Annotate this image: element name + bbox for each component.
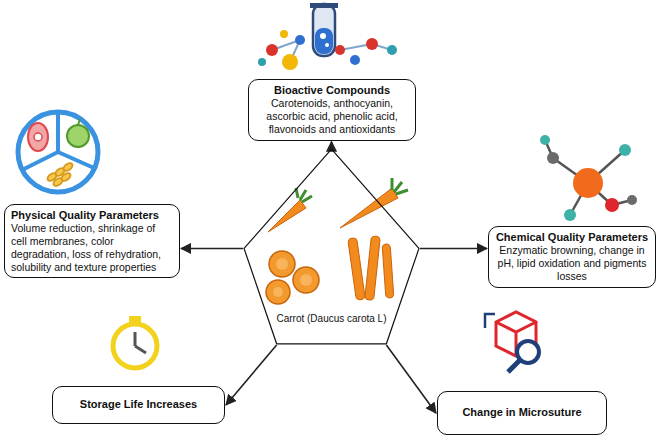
arrow-connector	[420, 248, 487, 250]
node-title: Chemical Quality Parameters	[495, 231, 649, 244]
arrow-connector	[226, 345, 277, 405]
inspect-icon	[485, 312, 539, 372]
arrow-connector	[181, 248, 243, 250]
category-box: Chemical Quality ParametersEnzymatic bro…	[488, 226, 656, 288]
node-title: Carrot (Daucus carota L)	[276, 313, 386, 325]
category-box: Bioactive CompoundsCarotenoids, anthocya…	[248, 79, 416, 141]
node-title: Change in Microsuture	[444, 406, 600, 419]
molecule-icon	[540, 135, 637, 221]
clock-icon	[113, 316, 157, 368]
category-box: Change in Microsuture	[437, 391, 607, 435]
node-title: Storage Life Increases	[59, 398, 218, 411]
center-pentagon: Carrot (Daucus carota L)	[243, 148, 420, 345]
node-title: Bioactive Compounds	[255, 84, 409, 97]
node-title: Physical Quality Parameters	[11, 209, 173, 222]
node-body: Enzymatic browning, change in pH, lipid …	[495, 244, 649, 282]
arrow-connector	[386, 345, 436, 413]
category-box: Storage Life Increases	[52, 386, 225, 424]
lab-icon	[258, 3, 397, 70]
node-body: Carotenoids, anthocyanin, ascorbic acid,…	[255, 97, 409, 135]
carrot-illustration	[266, 178, 408, 304]
node-body: Volume reduction, shrinkage of cell memb…	[11, 222, 173, 273]
food-icon	[18, 112, 98, 192]
category-box: Physical Quality ParametersVolume reduct…	[4, 204, 180, 278]
arrow-connector	[331, 142, 333, 148]
